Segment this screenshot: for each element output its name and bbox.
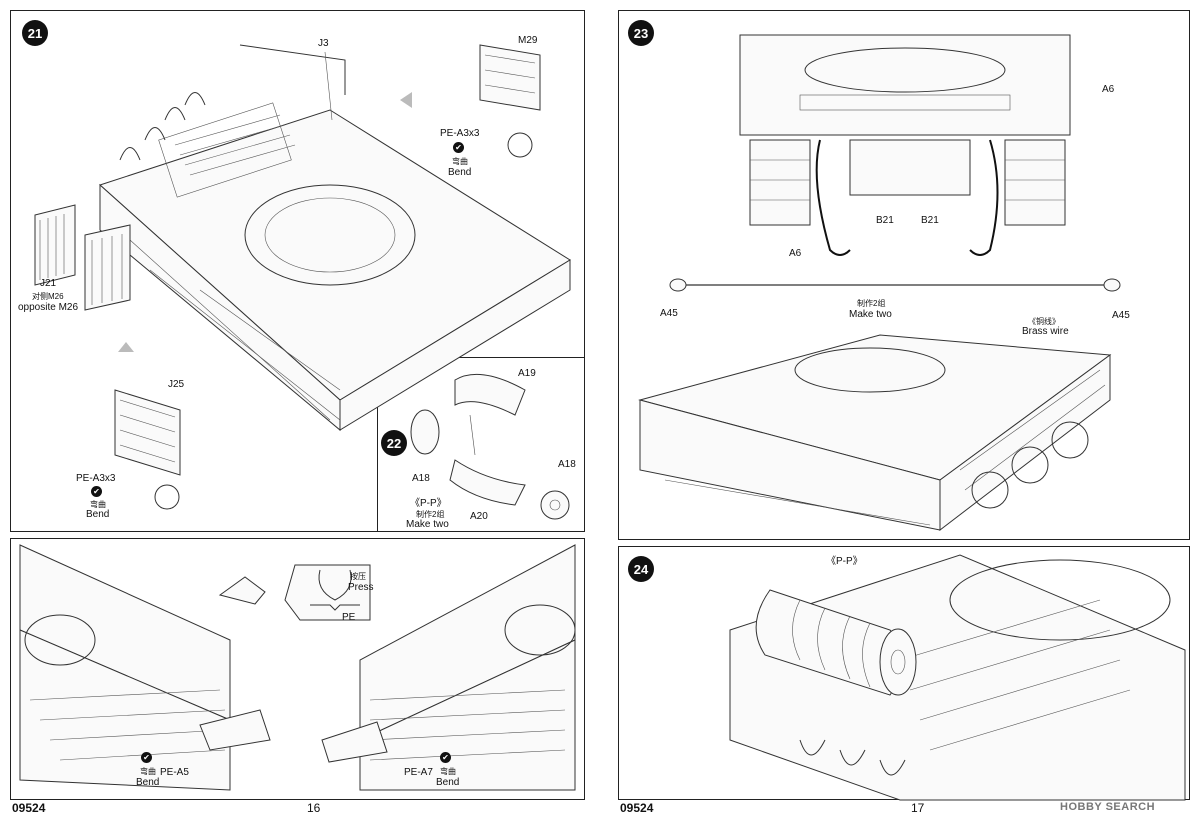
page-number-left: 16 [307, 801, 321, 815]
label-bend-cn-a7: 弯曲 [440, 767, 456, 776]
label-pe-a7: PE-A7 [404, 767, 433, 778]
label-bend-cn-top: 弯曲 [452, 157, 468, 166]
label-bend-en-a7: Bend [436, 777, 460, 788]
step-number-22: 22 [381, 430, 407, 456]
step-number-24: 24 [628, 556, 654, 582]
label-bend-en-top: Bend [448, 167, 472, 178]
bend-icon: ✔ [141, 752, 152, 763]
product-code-left: 09524 [12, 801, 46, 815]
label-a45-right: A45 [1112, 310, 1130, 321]
tank-hull-drawing-21 [34, 44, 571, 510]
label-bend-cn-bottom: 弯曲 [90, 500, 106, 509]
label-press-en: Press [348, 582, 374, 593]
label-make-two-cn-23: 制作2组 [857, 299, 886, 308]
label-bend-en-bottom: Bend [86, 509, 110, 520]
label-bend-cn-a5: 弯曲 [140, 767, 156, 776]
label-brass-en: Brass wire [1022, 326, 1069, 337]
label-a45-left: A45 [660, 308, 678, 319]
label-b21-left: B21 [876, 215, 894, 226]
label-opposite-en: opposite M26 [18, 302, 79, 313]
label-make-two-en-22: Make two [406, 519, 449, 530]
label-j3: J3 [318, 38, 329, 49]
label-a18-right: A18 [558, 459, 576, 470]
label-pp-22: 《P-P》 [410, 498, 447, 509]
label-b21-right: B21 [921, 215, 939, 226]
page-number-right: 17 [911, 801, 925, 815]
label-brass-cn: 《铜线》 [1028, 317, 1060, 326]
label-opposite-cn: 对侧M26 [32, 292, 64, 301]
bend-icon: ✔ [453, 142, 464, 153]
label-a6-left: A6 [789, 248, 802, 259]
label-pe-a3x3-top: PE-A3x3 [440, 128, 480, 139]
watermark: HOBBY SEARCH [1060, 801, 1156, 813]
label-pp-24: 《P-P》 [826, 556, 863, 567]
label-make-two-cn-22: 制作2组 [416, 510, 445, 519]
bend-icon: ✔ [440, 752, 451, 763]
step-number-21: 21 [22, 20, 48, 46]
label-a6-right: A6 [1102, 84, 1115, 95]
product-code-right: 09524 [620, 801, 654, 815]
smoke-drum-drawing-22 [410, 373, 570, 520]
label-press-cn: 按压 [350, 572, 366, 581]
label-pe-a5: PE-A5 [160, 767, 189, 778]
label-j21: J21 [40, 278, 57, 289]
step-number-23: 23 [628, 20, 654, 46]
label-make-two-en-23: Make two [849, 309, 892, 320]
label-pe-a3x3-bottom: PE-A3x3 [76, 473, 116, 484]
label-m29: M29 [518, 35, 538, 46]
rear-bend-drawing [19, 544, 576, 791]
label-a20: A20 [470, 511, 488, 522]
label-pe: PE [342, 612, 356, 623]
label-a18-left: A18 [412, 473, 430, 484]
label-a19: A19 [518, 368, 536, 379]
bend-icon: ✔ [91, 486, 102, 497]
label-j25: J25 [168, 379, 185, 390]
label-bend-en-a5: Bend [136, 777, 160, 788]
